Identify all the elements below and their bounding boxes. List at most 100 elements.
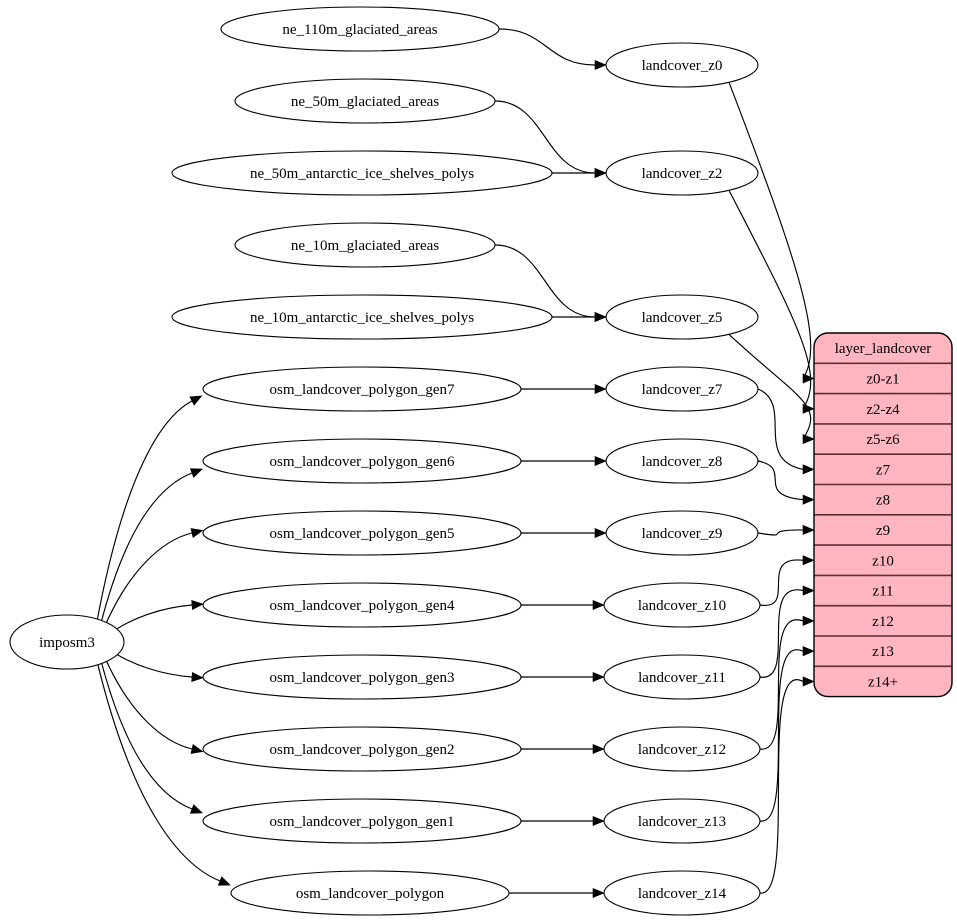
node-ellipse-ne_50m_antarctic_ice_shelves_polys[interactable]	[171, 150, 553, 196]
edge-arrow-head	[189, 468, 203, 478]
node-landcover_z11[interactable]: landcover_z11	[603, 654, 761, 700]
edge-landcover_z11-to-table-row-7	[759, 589, 804, 678]
node-landcover_z14[interactable]: landcover_z14	[603, 870, 761, 916]
layer-landcover-table: layer_landcoverz0-z1z2-z4z5-z6z7z8z9z10z…	[813, 332, 953, 698]
edge-arrow-head	[802, 555, 815, 566]
edge-arrow-head	[594, 167, 607, 179]
edge-landcover_z13-to-table-row-9	[759, 649, 804, 822]
node-landcover_z9[interactable]: landcover_z9	[605, 510, 759, 556]
node-osm_landcover_polygon_gen3[interactable]: osm_landcover_polygon_gen3	[202, 654, 522, 700]
node-landcover_z0[interactable]: landcover_z0	[605, 42, 759, 88]
node-ellipse-landcover_z8[interactable]	[605, 438, 759, 484]
node-ellipse-landcover_z12[interactable]	[603, 726, 761, 772]
node-osm_landcover_polygon_gen4[interactable]: osm_landcover_polygon_gen4	[202, 582, 522, 628]
node-ellipse-osm_landcover_polygon_gen2[interactable]	[202, 726, 522, 772]
node-landcover_z13[interactable]: landcover_z13	[603, 798, 761, 844]
edge-imposm3-to-osm_landcover_polygon_gen1	[98, 653, 193, 810]
table-row-z11[interactable]: z11	[814, 575, 952, 606]
table-row-rect[interactable]	[814, 575, 952, 606]
edge-landcover_z10-to-table-row-6	[759, 559, 804, 606]
table-row-rect[interactable]	[814, 636, 952, 667]
edge-arrow-head	[802, 373, 815, 384]
node-landcover_z8[interactable]: landcover_z8	[605, 438, 759, 484]
edge-landcover_z7-to-table-row-3	[757, 388, 804, 470]
node-ne_50m_glaciated_areas[interactable]: ne_50m_glaciated_areas	[234, 78, 496, 124]
table-row-rect[interactable]	[814, 484, 952, 515]
node-landcover_z7[interactable]: landcover_z7	[605, 366, 759, 412]
node-ellipse-osm_landcover_polygon_gen1[interactable]	[202, 798, 522, 844]
node-ellipse-imposm3[interactable]	[9, 614, 125, 670]
node-ellipse-landcover_z10[interactable]	[603, 582, 761, 628]
edge-imposm3-to-osm_landcover_polygon_gen6	[98, 472, 193, 631]
node-ellipse-ne_10m_glaciated_areas[interactable]	[234, 222, 496, 268]
table-row-z0-z1[interactable]: z0-z1	[814, 363, 952, 394]
node-ellipse-osm_landcover_polygon_gen6[interactable]	[202, 438, 522, 484]
table-row-rect[interactable]	[814, 393, 952, 424]
node-ellipse-landcover_z13[interactable]	[603, 798, 761, 844]
node-ne_50m_antarctic_ice_shelves_polys[interactable]: ne_50m_antarctic_ice_shelves_polys	[171, 150, 553, 196]
table-row-z13[interactable]: z13	[814, 636, 952, 667]
table-row-rect[interactable]	[814, 666, 952, 697]
table-row-rect[interactable]	[814, 423, 952, 455]
edge-landcover_z12-to-table-row-8	[759, 619, 804, 750]
node-osm_landcover_polygon[interactable]: osm_landcover_polygon	[230, 870, 510, 916]
table-row-z8[interactable]: z8	[814, 484, 952, 515]
node-ne_10m_antarctic_ice_shelves_polys[interactable]: ne_10m_antarctic_ice_shelves_polys	[171, 294, 553, 340]
node-osm_landcover_polygon_gen6[interactable]: osm_landcover_polygon_gen6	[202, 438, 522, 484]
table-row-rect[interactable]	[814, 605, 952, 636]
edge-ne_50m_glaciated_areas-to-landcover_z2	[494, 100, 596, 174]
node-osm_landcover_polygon_gen5[interactable]: osm_landcover_polygon_gen5	[202, 510, 522, 556]
table-row-z14+[interactable]: z14+	[814, 666, 952, 697]
edge-imposm3-to-osm_landcover_polygon	[95, 657, 221, 882]
node-ellipse-landcover_z0[interactable]	[605, 42, 759, 88]
node-ellipse-osm_landcover_polygon_gen7[interactable]	[202, 366, 522, 412]
table-row-z10[interactable]: z10	[814, 545, 952, 576]
table-row-z5-z6[interactable]: z5-z6	[814, 423, 952, 455]
node-ellipse-osm_landcover_polygon_gen3[interactable]	[202, 654, 522, 700]
node-landcover_z12[interactable]: landcover_z12	[603, 726, 761, 772]
edge-arrow-head	[217, 876, 231, 886]
node-ellipse-landcover_z11[interactable]	[603, 654, 761, 700]
node-ellipse-osm_landcover_polygon_gen5[interactable]	[202, 510, 522, 556]
table-row-rect[interactable]	[814, 545, 952, 576]
table-outline	[813, 332, 953, 698]
table-row-rect[interactable]	[814, 363, 952, 394]
node-landcover_z2[interactable]: landcover_z2	[605, 150, 759, 196]
table-row-z9[interactable]: z9	[814, 514, 952, 546]
node-ellipse-landcover_z7[interactable]	[605, 366, 759, 412]
node-landcover_z10[interactable]: landcover_z10	[603, 582, 761, 628]
node-ne_10m_glaciated_areas[interactable]: ne_10m_glaciated_areas	[234, 222, 496, 268]
node-ellipse-landcover_z2[interactable]	[605, 150, 759, 196]
table-row-z12[interactable]: z12	[814, 605, 952, 636]
table-row-rect[interactable]	[814, 454, 952, 485]
edge-landcover_z2-to-table-row-1	[728, 190, 812, 410]
node-ellipse-osm_landcover_polygon[interactable]	[230, 870, 510, 916]
table-row-z7[interactable]: z7	[814, 454, 952, 485]
node-osm_landcover_polygon_gen7[interactable]: osm_landcover_polygon_gen7	[202, 366, 522, 412]
edge-arrow-head	[592, 887, 605, 899]
node-osm_landcover_polygon_gen2[interactable]: osm_landcover_polygon_gen2	[202, 726, 522, 772]
node-ellipse-ne_10m_antarctic_ice_shelves_polys[interactable]	[171, 294, 553, 340]
edge-arrow-head	[802, 494, 815, 505]
edge-arrow-head	[802, 433, 815, 445]
node-ellipse-ne_110m_glaciated_areas[interactable]	[220, 6, 500, 52]
edge-landcover_z5-to-table-row-2	[728, 334, 812, 440]
table-header-rect[interactable]	[814, 333, 952, 364]
node-osm_landcover_polygon_gen1[interactable]: osm_landcover_polygon_gen1	[202, 798, 522, 844]
node-landcover_z5[interactable]: landcover_z5	[605, 294, 759, 340]
edge-imposm3-to-osm_landcover_polygon_gen5	[100, 532, 193, 636]
node-ellipse-landcover_z14[interactable]	[603, 870, 761, 916]
node-imposm3[interactable]: imposm3	[9, 614, 125, 670]
node-ellipse-ne_50m_glaciated_areas[interactable]	[234, 78, 496, 124]
edge-arrow-head	[802, 464, 815, 475]
edge-ne_110m_glaciated_areas-to-landcover_z0	[498, 28, 596, 66]
edge-arrow-head	[802, 585, 815, 596]
table-row-rect[interactable]	[814, 514, 952, 546]
node-ellipse-landcover_z9[interactable]	[605, 510, 759, 556]
table-header-cell[interactable]: layer_landcover	[814, 333, 952, 364]
node-ellipse-osm_landcover_polygon_gen4[interactable]	[202, 582, 522, 628]
node-ellipse-landcover_z5[interactable]	[605, 294, 759, 340]
node-ne_110m_glaciated_areas[interactable]: ne_110m_glaciated_areas	[220, 6, 500, 52]
table-row-z2-z4[interactable]: z2-z4	[814, 393, 952, 424]
